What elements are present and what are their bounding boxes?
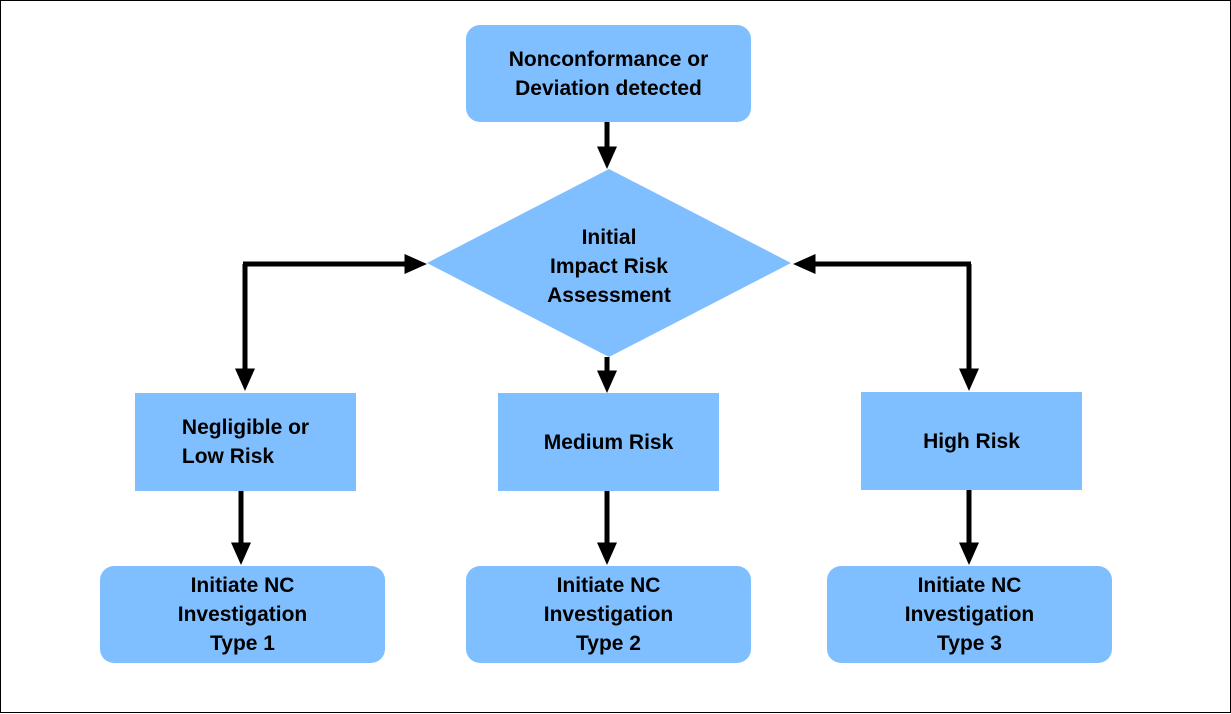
outcome-type1-node: Initiate NC Investigation Type 1 [100, 566, 385, 663]
start-node: Nonconformance or Deviation detected [466, 25, 751, 122]
high-risk-node: High Risk [861, 392, 1082, 490]
low-risk-node: Negligible or Low Risk [135, 393, 356, 491]
outcome-type1-label: Initiate NC Investigation Type 1 [177, 574, 308, 655]
medium-risk-node: Medium Risk [498, 393, 719, 491]
medium-risk-label: Medium Risk [543, 430, 674, 454]
outcome-type3-node: Initiate NC Investigation Type 3 [827, 566, 1112, 663]
decision-label: Initial Impact Risk Assessment [547, 225, 671, 307]
high-risk-label: High Risk [923, 429, 1020, 453]
decision-diamond [427, 169, 791, 357]
outcome-type2-label: Initiate NC Investigation Type 2 [543, 574, 674, 655]
outcome-type3-label: Initiate NC Investigation Type 3 [904, 574, 1035, 655]
outcome-type2-node: Initiate NC Investigation Type 2 [466, 566, 751, 663]
start-node-label: Nonconformance or Deviation detected [508, 47, 709, 100]
low-risk-label: Negligible or Low Risk [181, 416, 310, 468]
